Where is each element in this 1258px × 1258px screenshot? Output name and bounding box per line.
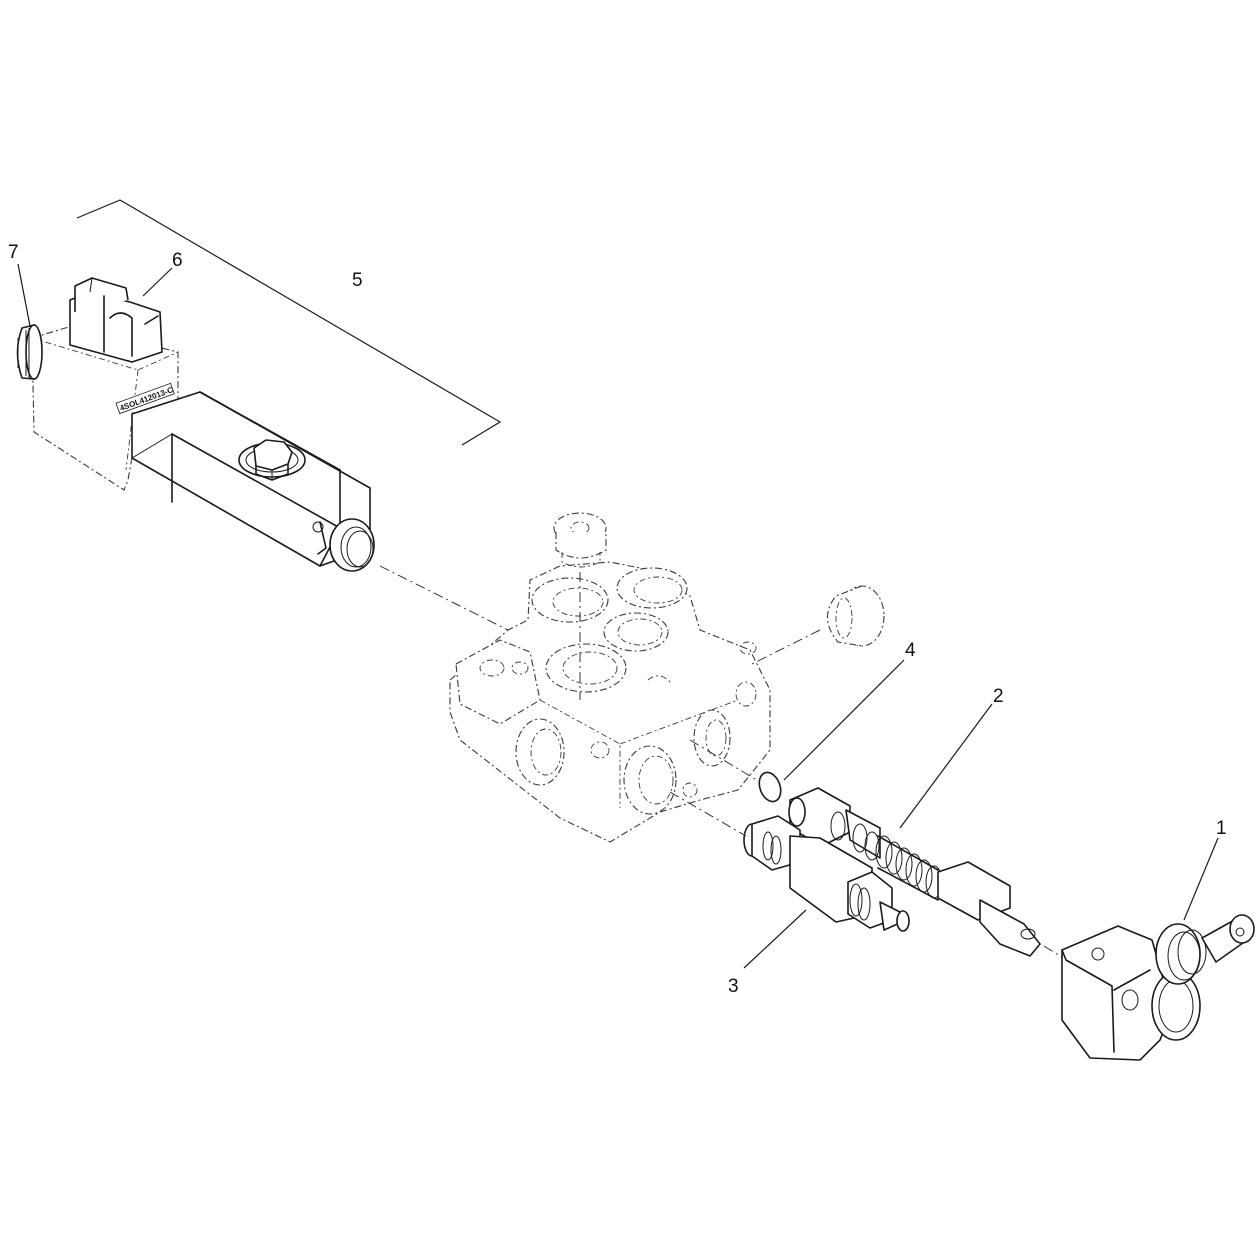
end-seal — [312, 518, 375, 572]
valve-cartridge — [131, 391, 375, 572]
coil-connector — [69, 277, 163, 363]
assembly-bracket — [76, 199, 502, 446]
callout-4: 4 — [905, 640, 916, 661]
callout-1: 1 — [1216, 818, 1227, 839]
top-plug — [553, 512, 607, 700]
handle-housing — [1061, 914, 1255, 1061]
callout-6: 6 — [172, 250, 183, 271]
relief-cartridge — [669, 791, 910, 932]
o-ring — [689, 739, 782, 803]
side-plug — [751, 585, 885, 665]
callout-7: 7 — [8, 242, 19, 263]
callout-2: 2 — [993, 686, 1004, 707]
hex-plug — [238, 439, 306, 481]
knurled-nut — [16, 324, 43, 380]
callout-3: 3 — [728, 976, 739, 997]
callout-labels: 7 6 5 4 2 1 3 — [8, 242, 1227, 997]
valve-block — [449, 561, 771, 843]
callout-5: 5 — [352, 270, 363, 291]
spool-spring — [875, 835, 943, 901]
callout-leaders — [17, 263, 1219, 969]
